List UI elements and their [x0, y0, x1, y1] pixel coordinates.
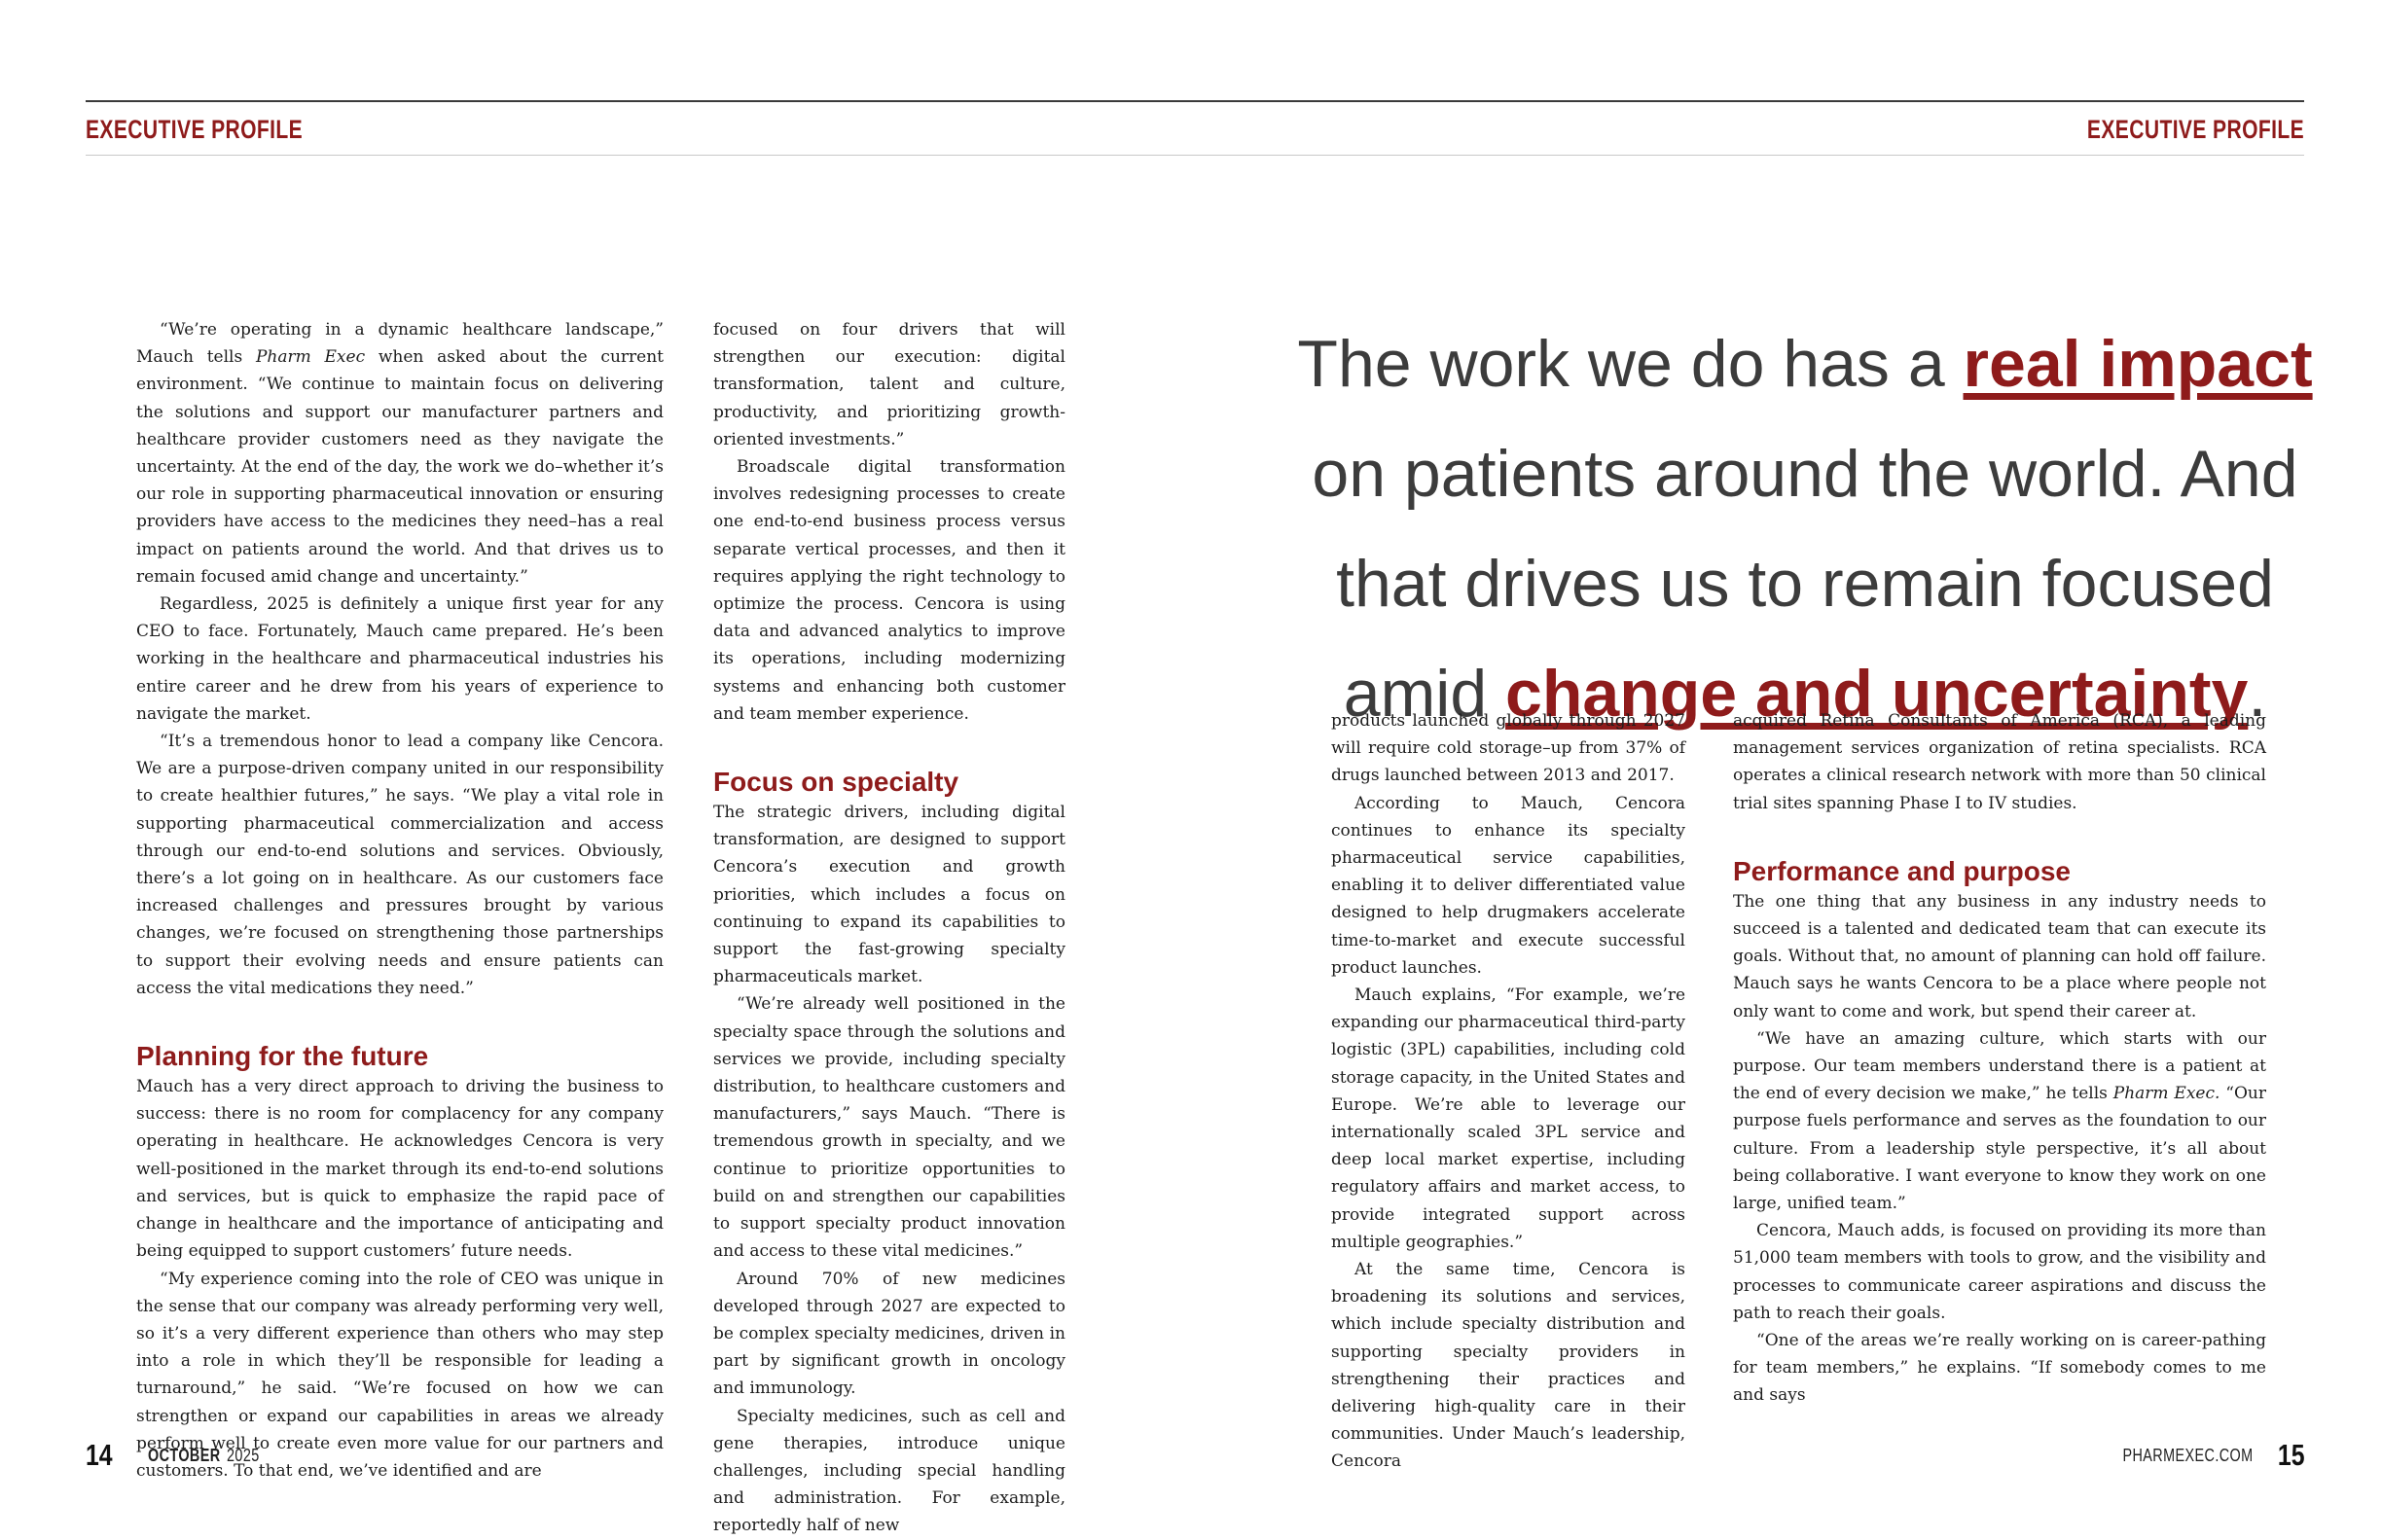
paragraph: The strategic drivers, including digital…	[713, 803, 1065, 987]
paragraph: focused on four drivers that will streng…	[713, 320, 1065, 449]
paragraph: Specialty medicines, such as cell and ge…	[713, 1406, 1065, 1536]
paragraph: The one thing that any business in any i…	[1733, 891, 2266, 1021]
highlight-real-impact: real impact	[1963, 327, 2313, 401]
column-4: acquired Retina Consultants of America (…	[1733, 707, 2266, 1410]
publication-name: Pharm Exec	[255, 347, 366, 368]
paragraph: Broadscale digital transformation involv…	[713, 457, 1065, 724]
section-label-right: EXECUTIVE PROFILE	[2086, 115, 2304, 144]
issue-month: OCTOBER	[148, 1445, 221, 1465]
paragraph: According to Mauch, Cencora continues to…	[1331, 793, 1685, 978]
footer-left: 14 OCTOBER 2025	[86, 1438, 268, 1473]
footer-right: PHARMEXEC.COM 15	[2090, 1438, 2304, 1473]
column-3: products launched globally through 2027 …	[1331, 707, 1685, 1476]
paragraph: Regardless, 2025 is definitely a unique …	[136, 594, 664, 724]
header-rule	[86, 155, 2304, 156]
page-number-right: 15	[2277, 1438, 2304, 1472]
issue-year: 2025	[227, 1445, 260, 1465]
highlight-change-uncertainty: change and uncertainty	[1505, 657, 2249, 731]
paragraph: Cencora, Mauch adds, is focused on provi…	[1733, 1221, 2266, 1323]
column-2: focused on four drivers that will streng…	[713, 316, 1065, 1540]
subheading-specialty: Focus on specialty	[713, 767, 959, 798]
paragraph: “We’re operating in a dynamic healthcare…	[136, 320, 664, 587]
paragraph: Around 70% of new medicines developed th…	[713, 1269, 1065, 1399]
site-url: PHARMEXEC.COM	[2122, 1445, 2254, 1465]
paragraph: acquired Retina Consultants of America (…	[1733, 711, 2266, 813]
paragraph: Mauch has a very direct approach to driv…	[136, 1077, 664, 1262]
pull-quote: The work we do has a real impact on pati…	[1297, 327, 2313, 731]
paragraph: “We’re already well positioned in the sp…	[713, 994, 1065, 1262]
paragraph: “We have an amazing culture, which start…	[1733, 1028, 2266, 1214]
paragraph: products launched globally through 2027 …	[1331, 711, 1685, 786]
column-1: “We’re operating in a dynamic healthcare…	[136, 316, 664, 1485]
top-rule	[86, 100, 2304, 102]
page-number-left: 14	[86, 1438, 113, 1472]
publication-name: Pharm Exec.	[2112, 1084, 2220, 1104]
paragraph: Mauch explains, “For example, we’re expa…	[1331, 985, 1685, 1252]
section-label-left: EXECUTIVE PROFILE	[86, 115, 304, 144]
paragraph: At the same time, Cencora is broadening …	[1331, 1260, 1685, 1472]
paragraph: “It’s a tremendous honor to lead a compa…	[136, 732, 664, 998]
subheading-performance: Performance and purpose	[1733, 855, 2071, 886]
paragraph: “One of the areas we’re really working o…	[1733, 1331, 2266, 1406]
subheading-planning: Planning for the future	[136, 1041, 429, 1072]
